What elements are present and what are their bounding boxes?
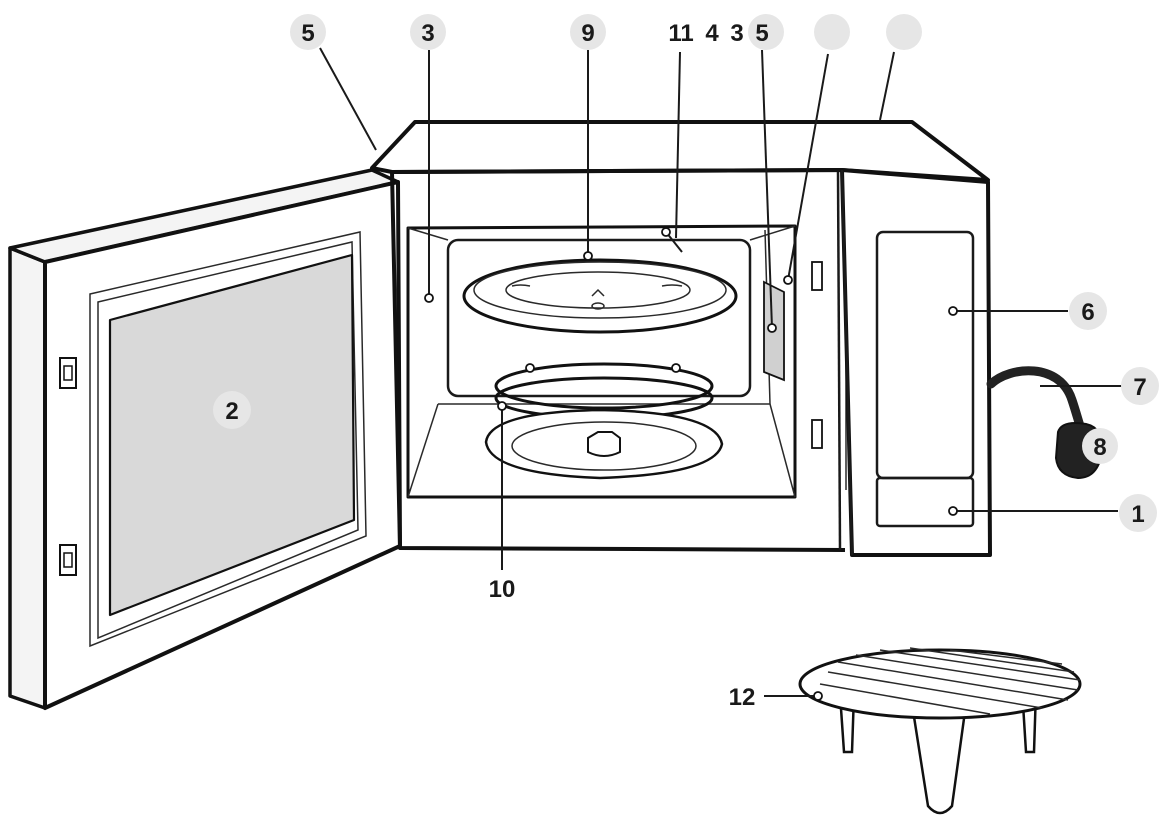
callout-12: 12 — [729, 684, 756, 711]
svg-text:4: 4 — [705, 20, 719, 47]
cavity-floor-tray — [484, 408, 724, 480]
svg-text:1: 1 — [1131, 501, 1144, 528]
callout-4: 4 — [705, 20, 719, 47]
callout-2: 2 — [213, 391, 251, 429]
callout-9: 9 — [570, 14, 606, 50]
svg-text:3: 3 — [730, 20, 743, 47]
microwave-door — [8, 168, 402, 710]
callout-5-right: 5 — [748, 14, 784, 50]
svg-text:12: 12 — [729, 684, 756, 711]
callout-blank-1 — [814, 14, 850, 50]
svg-text:6: 6 — [1081, 299, 1094, 326]
callout-5-top-left: 5 — [290, 14, 326, 50]
svg-text:11: 11 — [668, 20, 693, 47]
callout-10: 10 — [489, 576, 516, 603]
svg-text:10: 10 — [489, 576, 516, 603]
callout-11: 11 — [668, 20, 693, 47]
callout-6: 6 — [1069, 292, 1107, 330]
door-hinge-icon — [59, 357, 77, 389]
cavity-back-wall — [446, 238, 752, 398]
door-release-button — [875, 476, 975, 528]
callout-labels: 5 3 9 11 4 3 5 2 6 — [213, 14, 1159, 711]
door-hinge-icon — [59, 544, 77, 576]
svg-text:7: 7 — [1133, 374, 1146, 401]
door-window — [108, 253, 356, 617]
svg-text:5: 5 — [755, 20, 768, 47]
svg-text:9: 9 — [581, 20, 594, 47]
callout-3-left: 3 — [410, 14, 446, 50]
leader-dots — [424, 227, 958, 701]
control-panel — [840, 168, 992, 557]
svg-text:8: 8 — [1093, 434, 1106, 461]
svg-text:3: 3 — [421, 20, 434, 47]
callout-8: 8 — [1082, 428, 1118, 464]
callout-1: 1 — [1119, 494, 1157, 532]
callout-3-right: 3 — [730, 20, 743, 47]
svg-text:2: 2 — [225, 398, 238, 425]
leader-lines — [319, 47, 1124, 697]
svg-text:5: 5 — [301, 20, 314, 47]
rack-icon — [798, 647, 1082, 815]
glass-turntable — [462, 258, 738, 334]
callout-blank-2 — [886, 14, 922, 50]
callout-7: 7 — [1121, 367, 1159, 405]
